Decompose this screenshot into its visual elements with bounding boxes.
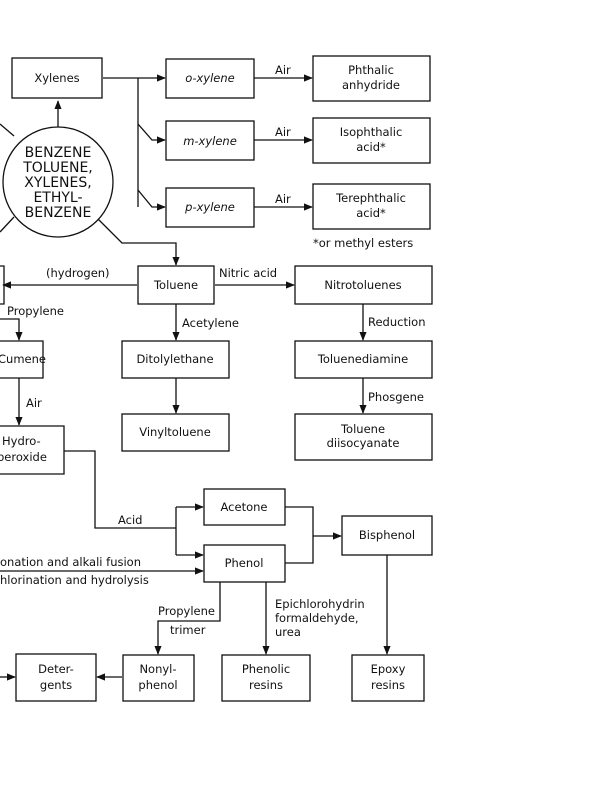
svg-text:gents: gents (40, 678, 72, 692)
acetone-box: Acetone (203, 488, 286, 526)
label-air-p: Air (275, 192, 291, 206)
link-center-upper-left (0, 123, 15, 137)
link-center-lower-left (0, 216, 15, 233)
acetone-to-bisphenol (285, 506, 314, 536)
svg-text:Bisphenol: Bisphenol (359, 528, 415, 542)
nitrotoluenes-box: Nitrotoluenes (294, 265, 433, 305)
svg-text:m-xylene: m-xylene (183, 134, 237, 148)
label-propylene-trimer-1: Propylene (158, 604, 215, 618)
svg-text:Cumene: Cumene (0, 352, 46, 366)
arrow-xylenes-to-m-xylene (137, 123, 166, 144)
arrow-center-to-toluene (97, 218, 180, 266)
phenol-box: Phenol (203, 544, 286, 583)
label-phosgene: Phosgene (368, 390, 424, 404)
label-air-m: Air (275, 125, 291, 139)
svg-text:Toluene: Toluene (153, 278, 198, 292)
label-reduction: Reduction (368, 315, 426, 329)
svg-text:Phthalic: Phthalic (348, 63, 394, 77)
svg-text:Nitrotoluenes: Nitrotoluenes (324, 278, 401, 292)
svg-text:resins: resins (249, 678, 283, 692)
o-xylene-box: o-xylene (165, 58, 255, 99)
cumene-box: Cumene (0, 340, 46, 379)
bisphenol-box: Bisphenol (341, 515, 433, 556)
svg-text:Phenolic: Phenolic (242, 662, 290, 676)
svg-text:Deter-: Deter- (38, 662, 74, 676)
label-sulfonation: onation and alkali fusion (0, 555, 141, 569)
phthalic-anhydride-box: Phthalic anhydride (312, 55, 431, 102)
svg-text:Epoxy: Epoxy (371, 662, 406, 676)
label-nitric-acid: Nitric acid (219, 266, 277, 280)
nonylphenol-box: Nonyl- phenol (122, 654, 195, 702)
partial-left-box (0, 265, 5, 305)
label-chlorination: hlorination and hydrolysis (0, 573, 149, 587)
label-hydrogen: (hydrogen) (46, 266, 110, 280)
hydroperoxide-to-acid-split (64, 450, 176, 529)
svg-text:Acetone: Acetone (221, 500, 268, 514)
connectors (0, 74, 391, 681)
hub-line-5: BENZENE (25, 205, 92, 221)
label-acid: Acid (118, 513, 142, 527)
detergents-box: Deter- gents (15, 653, 97, 702)
aromatics-circle (2, 126, 114, 238)
svg-text:resins: resins (371, 678, 405, 692)
epoxy-resins-box: Epoxy resins (351, 654, 425, 702)
hub-line-1: BENZENE (25, 145, 92, 161)
svg-text:Isophthalic: Isophthalic (340, 125, 403, 139)
svg-text:Phenol: Phenol (225, 556, 264, 570)
svg-text:peroxide: peroxide (0, 450, 47, 464)
label-air-cumene: Air (26, 396, 42, 410)
arrow-xylenes-to-p-xylene (137, 189, 166, 211)
svg-text:diisocyanate: diisocyanate (327, 436, 400, 450)
label-propylene-trimer-2: trimer (170, 623, 206, 637)
hydroperoxide-box: Hydro- peroxide (0, 425, 65, 475)
phenol-to-bisphenol (285, 536, 314, 564)
product-boxes: Xylenes o-xylene m-xylene p-xylene Phtha… (0, 55, 433, 702)
svg-text:phenol: phenol (138, 678, 177, 692)
aromatics-hub: BENZENE TOLUENE, XYLENES, ETHYL- BENZENE (2, 126, 114, 238)
svg-text:acid*: acid* (356, 140, 386, 154)
label-methyl-esters: *or methyl esters (313, 236, 413, 250)
terephthalic-acid-box: Terephthalic acid* (312, 183, 431, 230)
svg-text:acid*: acid* (356, 206, 386, 220)
vinyltoluene-box: Vinyltoluene (121, 413, 230, 452)
svg-text:anhydride: anhydride (342, 78, 400, 92)
label-propylene: Propylene (7, 304, 64, 318)
edge-labels: Air Air Air *or methyl esters (hydrogen)… (0, 63, 426, 639)
svg-text:Terephthalic: Terephthalic (335, 191, 406, 205)
label-acetylene: Acetylene (182, 316, 239, 330)
hub-line-4: ETHYL- (33, 190, 82, 206)
label-epichlorohydrin: Epichlorohydrin (275, 597, 365, 611)
p-xylene-box: p-xylene (165, 187, 255, 228)
isophthalic-acid-box: Isophthalic acid* (312, 117, 431, 164)
m-xylene-box: m-xylene (165, 120, 255, 161)
phenolic-resins-box: Phenolic resins (221, 654, 311, 702)
svg-text:Vinyltoluene: Vinyltoluene (139, 425, 211, 439)
toluene-diisocyanate-box: Toluene diisocyanate (294, 413, 433, 461)
toluene-box: Toluene (137, 265, 215, 305)
xylenes-box: Xylenes (11, 57, 103, 99)
hub-line-3: XYLENES, (24, 175, 91, 191)
svg-text:Hydro-: Hydro- (2, 434, 41, 448)
svg-text:Toluene: Toluene (340, 422, 385, 436)
svg-text:Toluenediamine: Toluenediamine (317, 352, 408, 366)
hub-line-2: TOLUENE, (22, 160, 93, 176)
arrow-phenol-to-nonylphenol (154, 582, 221, 655)
svg-text:Xylenes: Xylenes (34, 71, 79, 85)
label-urea: urea (275, 625, 301, 639)
ditolylethane-box: Ditolylethane (121, 340, 230, 379)
arrow-propylene-to-cumene (0, 318, 23, 341)
svg-text:p-xylene: p-xylene (184, 200, 235, 214)
svg-text:o-xylene: o-xylene (185, 71, 234, 85)
svg-text:Nonyl-: Nonyl- (139, 662, 176, 676)
toluenediamine-box: Toluenediamine (294, 340, 433, 379)
svg-text:Ditolylethane: Ditolylethane (136, 352, 213, 366)
label-air-o: Air (275, 63, 291, 77)
label-formaldehyde: formaldehyde, (275, 611, 359, 625)
